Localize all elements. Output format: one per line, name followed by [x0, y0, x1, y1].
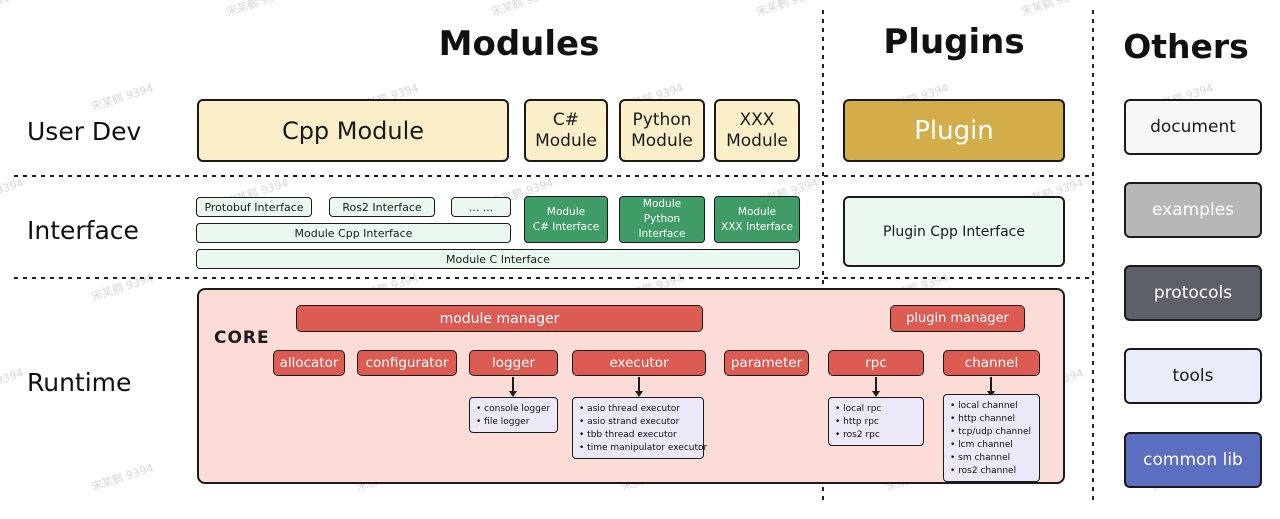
csharp-module-box: C# Module	[524, 99, 608, 162]
others-tools-box: tools	[1124, 348, 1262, 404]
watermark: 宋某鹤 9394	[89, 461, 156, 494]
backend-list-item: ros2 rpc	[835, 429, 917, 442]
watermark: 宋某鹤 9394	[224, 0, 291, 19]
module-manager-bar: module manager	[296, 305, 703, 332]
channel-arrow	[987, 377, 995, 397]
executor-backends-list: asio thread executorasio strand executor…	[572, 397, 707, 459]
plugin-cpp-interface-box: Plugin Cpp Interface	[843, 196, 1065, 267]
divider-interface-runtime	[14, 277, 1092, 279]
cpp-module-box: Cpp Module	[197, 99, 509, 162]
backend-list-item: console logger	[476, 403, 551, 416]
channel-component: channel	[943, 350, 1040, 376]
rpc-backends-list: local rpchttp rpcros2 rpc	[828, 397, 924, 446]
modules-header: Modules	[438, 24, 600, 64]
watermark: 宋某鹤 9394	[1019, 0, 1086, 19]
backend-list-item: tcp/udp channel	[950, 426, 1033, 439]
others-header: Others	[1123, 27, 1249, 66]
module-csharp-interface-box: Module C# Interface	[524, 196, 608, 243]
watermark: 宋某鹤 9394	[0, 176, 26, 208]
plugins-header: Plugins	[883, 22, 1025, 62]
row-label-interface: Interface	[27, 216, 139, 245]
divider-userdev-interface	[14, 175, 1092, 177]
ros2-interface-box: Ros2 Interface	[329, 197, 435, 217]
backend-list-item: local channel	[950, 400, 1033, 413]
watermark: 宋某鹤 9394	[89, 81, 156, 114]
backend-list-item: lcm channel	[950, 439, 1033, 452]
module-c-interface-box: Module C Interface	[196, 249, 800, 269]
module-python-interface-box: Module Python Interface	[619, 196, 705, 243]
others-protocols-box: protocols	[1124, 265, 1262, 321]
module-xxx-interface-box: Module XXX Interface	[714, 196, 800, 243]
core-label: CORE	[214, 328, 270, 348]
watermark: 宋某鹤 9394	[89, 271, 156, 304]
allocator-component: allocator	[273, 350, 345, 376]
rpc-arrow	[872, 377, 880, 397]
logger-component: logger	[469, 350, 558, 376]
others-examples-box: examples	[1124, 182, 1262, 238]
executor-arrow	[635, 377, 643, 397]
more-interfaces-box: ... ...	[451, 197, 511, 217]
watermark: 宋某鹤 9394	[0, 366, 26, 398]
python-module-box: Python Module	[619, 99, 705, 162]
backend-list-item: local rpc	[835, 403, 917, 416]
xxx-module-box: XXX Module	[714, 99, 800, 162]
watermark: 宋某鹤 9394	[754, 0, 821, 19]
backend-list-item: asio strand executor	[579, 416, 697, 429]
plugin-box: Plugin	[843, 99, 1065, 162]
rpc-component: rpc	[828, 350, 924, 376]
backend-list-item: tbb thread executor	[579, 429, 697, 442]
plugin-manager-bar: plugin manager	[890, 305, 1025, 332]
row-label-user-dev: User Dev	[27, 117, 142, 146]
protobuf-interface-box: Protobuf Interface	[196, 197, 312, 217]
backend-list-item: time manipulator executor	[579, 442, 707, 455]
module-cpp-interface-box: Module Cpp Interface	[196, 223, 511, 243]
backend-list-item: file logger	[476, 416, 551, 429]
logger-backends-list: console loggerfile logger	[469, 397, 558, 433]
backend-list-item: http channel	[950, 413, 1033, 426]
divider-modules-plugins	[822, 10, 824, 502]
parameter-component: parameter	[724, 350, 809, 376]
others-document-box: document	[1124, 99, 1262, 155]
executor-component: executor	[572, 350, 706, 376]
divider-plugins-others	[1092, 10, 1094, 502]
backend-list-item: http rpc	[835, 416, 917, 429]
logger-arrow	[509, 377, 517, 397]
backend-list-item: sm channel	[950, 452, 1033, 465]
row-label-runtime: Runtime	[27, 368, 132, 397]
watermark: 宋某鹤 9394	[0, 0, 25, 20]
channel-backends-list: local channelhttp channeltcp/udp channel…	[943, 394, 1040, 482]
backend-list-item: ros2 channel	[950, 465, 1033, 478]
core-box: CORE module manager plugin manager alloc…	[197, 288, 1065, 484]
backend-list-item: asio thread executor	[579, 403, 697, 416]
others-common-lib-box: common lib	[1124, 432, 1262, 488]
configurator-component: configurator	[357, 350, 457, 376]
watermark: 宋某鹤 9394	[489, 0, 556, 19]
